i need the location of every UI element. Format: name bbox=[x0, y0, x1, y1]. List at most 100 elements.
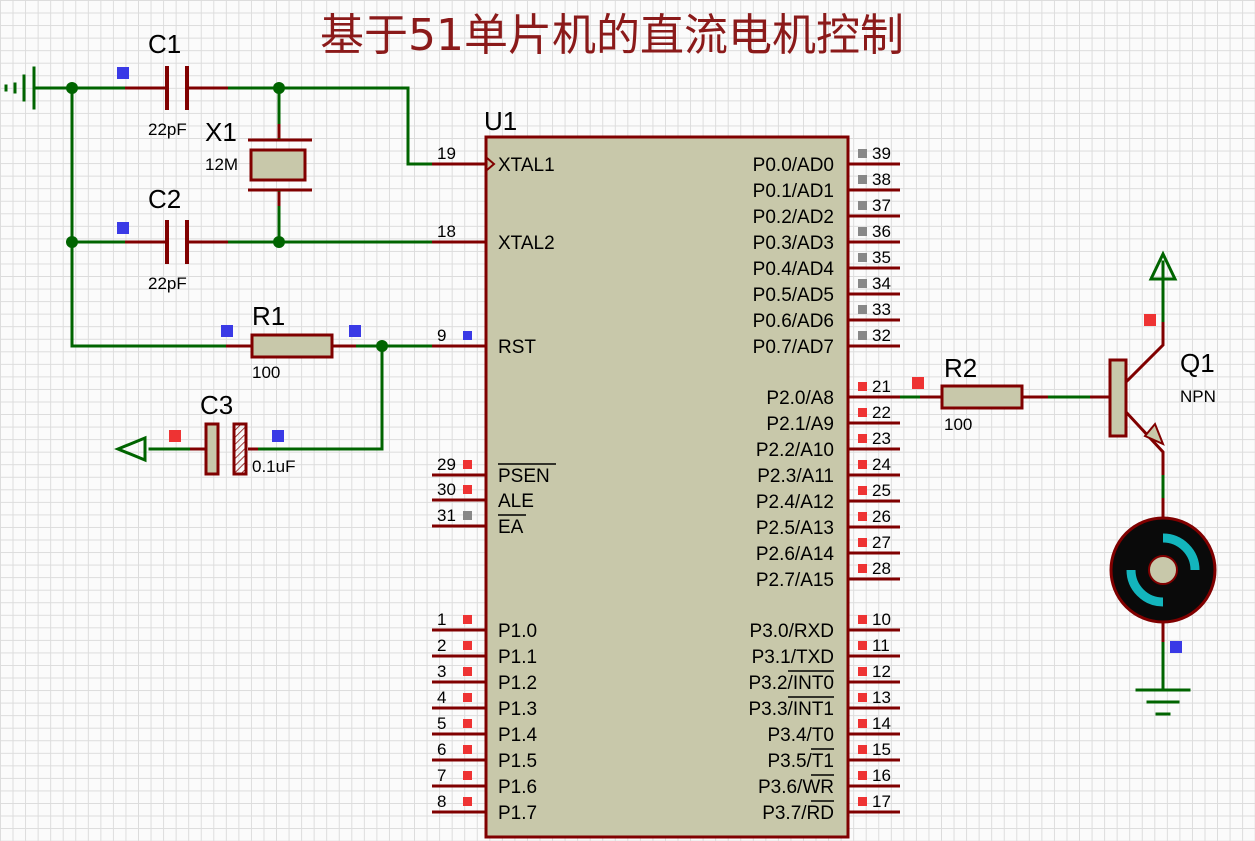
pin-number: 34 bbox=[872, 274, 891, 293]
pin-label: P0.7/AD7 bbox=[753, 337, 834, 358]
pin-number: 15 bbox=[872, 740, 891, 759]
ground-symbol-top-left bbox=[4, 66, 36, 110]
pin-label: P2.6/A14 bbox=[756, 544, 835, 565]
mcu-right-pins: 39P0.0/AD038P0.1/AD137P0.2/AD236P0.3/AD3… bbox=[748, 144, 900, 824]
mcu-pin-6[interactable]: 6P1.5 bbox=[432, 740, 537, 772]
pin-label: P0.6/AD6 bbox=[753, 311, 834, 332]
c1-ref: C1 bbox=[148, 29, 181, 59]
pin-number: 18 bbox=[437, 222, 456, 241]
pin-number: 14 bbox=[872, 714, 891, 733]
c3-ref: C3 bbox=[200, 390, 233, 420]
mcu-pin-3[interactable]: 3P1.2 bbox=[432, 662, 537, 694]
ground-symbol-bottom-right bbox=[1135, 688, 1191, 716]
capacitor-c3[interactable]: C3 0.1uF bbox=[190, 390, 295, 476]
pin-label: P2.2/A10 bbox=[756, 440, 834, 461]
mcu-pin-1[interactable]: 1P1.0 bbox=[432, 610, 537, 642]
r2-ref: R2 bbox=[944, 353, 977, 383]
capacitor-c1[interactable]: C1 22pF bbox=[125, 29, 228, 139]
pin-number: 37 bbox=[872, 196, 891, 215]
pin-number: 2 bbox=[437, 636, 446, 655]
r1-value: 100 bbox=[252, 363, 280, 382]
pin-number: 24 bbox=[872, 455, 891, 474]
pin-number: 4 bbox=[437, 688, 446, 707]
pin-number: 8 bbox=[437, 792, 446, 811]
pin-number: 32 bbox=[872, 326, 891, 345]
x1-value: 12M bbox=[205, 155, 238, 174]
pin-label: RST bbox=[498, 337, 536, 358]
mcu-pin-8[interactable]: 8P1.7 bbox=[432, 792, 537, 824]
pin-label: P3.7/RD bbox=[762, 803, 834, 824]
mcu-pin-4[interactable]: 4P1.3 bbox=[432, 688, 537, 720]
mcu-pin-5[interactable]: 5P1.4 bbox=[432, 714, 538, 746]
diagram-title: 基于51单片机的直流电机控制 bbox=[320, 10, 904, 61]
pin-number: 33 bbox=[872, 300, 891, 319]
pin-label: EA bbox=[498, 517, 524, 538]
pin-number: 28 bbox=[872, 559, 891, 578]
pin-label: P1.7 bbox=[498, 803, 537, 824]
pin-label: P0.3/AD3 bbox=[753, 233, 834, 254]
mcu-pin-2[interactable]: 2P1.1 bbox=[432, 636, 537, 668]
pin-label: PSEN bbox=[498, 466, 550, 487]
resistor-r2[interactable]: R2 100 bbox=[920, 353, 1048, 434]
r1-ref: R1 bbox=[252, 301, 285, 331]
pin-label: P3.6/WR bbox=[758, 777, 834, 798]
ground-arrow-left bbox=[114, 435, 147, 463]
pin-label: P0.1/AD1 bbox=[753, 181, 834, 202]
r2-value: 100 bbox=[944, 415, 972, 434]
mcu-pin-7[interactable]: 7P1.6 bbox=[432, 766, 537, 798]
pin-number: 21 bbox=[872, 377, 891, 396]
mcu-u1[interactable]: U1 19XTAL118XTAL29RST29PSEN30ALE31EA1P1.… bbox=[432, 106, 900, 839]
pin-number: 27 bbox=[872, 533, 891, 552]
pin-label: P0.4/AD4 bbox=[753, 259, 835, 280]
dc-motor[interactable] bbox=[1109, 498, 1217, 642]
c3-value: 0.1uF bbox=[252, 457, 295, 476]
logic-probes bbox=[117, 67, 1182, 653]
resistor-r1[interactable]: R1 100 bbox=[226, 301, 356, 382]
pin-number: 7 bbox=[437, 766, 446, 785]
transistor-q1[interactable]: Q1 NPN bbox=[1090, 322, 1216, 475]
pin-number: 12 bbox=[872, 662, 891, 681]
pin-label: P0.5/AD5 bbox=[753, 285, 834, 306]
capacitor-c2[interactable]: C2 22pF bbox=[125, 184, 228, 293]
q1-ref: Q1 bbox=[1180, 348, 1215, 378]
pin-number: 17 bbox=[872, 792, 891, 811]
pin-label: P0.2/AD2 bbox=[753, 207, 834, 228]
pin-label: P1.3 bbox=[498, 699, 537, 720]
crystal-x1[interactable]: X1 12M bbox=[205, 117, 312, 206]
pin-number: 13 bbox=[872, 688, 891, 707]
power-arrow bbox=[1148, 250, 1178, 282]
pin-number: 1 bbox=[437, 610, 446, 629]
u1-ref: U1 bbox=[484, 106, 517, 136]
pin-number: 38 bbox=[872, 170, 891, 189]
